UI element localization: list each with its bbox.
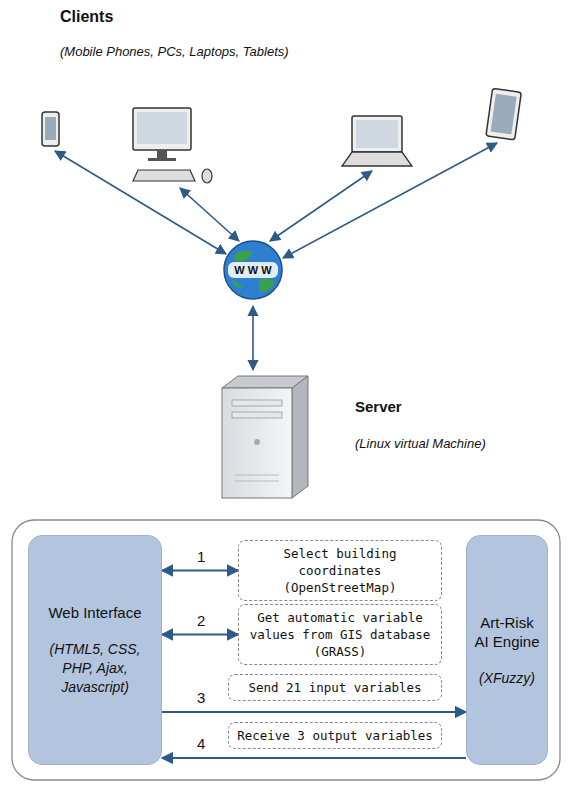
caption-label: (Linux virtual Machine) bbox=[355, 436, 486, 451]
step-box: Select building coordinates (OpenStreetM… bbox=[238, 540, 442, 601]
caption-label: (Mobile Phones, PCs, Laptops, Tablets) bbox=[60, 44, 289, 59]
web-globe: W W W bbox=[223, 240, 283, 300]
step-number: 2 bbox=[194, 613, 208, 629]
node-title: Web Interface bbox=[48, 603, 141, 622]
node-title: Get automatic variable values from GIS d… bbox=[247, 609, 433, 660]
desktop-icon bbox=[133, 108, 212, 183]
node-title: Select building coordinates (OpenStreetM… bbox=[247, 545, 433, 596]
caption-label: Server bbox=[355, 398, 402, 415]
laptop-icon bbox=[342, 116, 412, 166]
step-box: Send 21 input variables bbox=[228, 674, 442, 701]
step-number: 4 bbox=[194, 736, 208, 752]
caption-label: Clients bbox=[60, 8, 113, 26]
flow-arrow bbox=[162, 634, 238, 636]
node-subtitle: (HTML5, CSS, PHP, Ajax, Javascript) bbox=[35, 640, 155, 697]
flow-arrow bbox=[162, 570, 238, 572]
system-frame bbox=[12, 520, 560, 780]
step-box: Receive 3 output variables bbox=[228, 722, 442, 749]
phone-icon bbox=[42, 112, 59, 146]
component-box: Web Interface (HTML5, CSS, PHP, Ajax, Jav… bbox=[28, 535, 162, 765]
step-number: 1 bbox=[194, 549, 208, 565]
node-title: Send 21 input variables bbox=[237, 679, 433, 696]
server-icon bbox=[222, 376, 308, 498]
step-box: Get automatic variable values from GIS d… bbox=[238, 604, 442, 665]
flow-arrow bbox=[162, 757, 466, 759]
node-subtitle: (XFuzzy) bbox=[479, 669, 535, 688]
tablet-icon bbox=[486, 88, 521, 140]
flow-arrow bbox=[162, 711, 466, 713]
node-title: Art-Risk AI Engine bbox=[473, 613, 541, 651]
node-title: W W W bbox=[234, 264, 271, 276]
component-box: Art-Risk AI Engine (XFuzzy) bbox=[466, 535, 548, 765]
node-title: Receive 3 output variables bbox=[237, 727, 433, 744]
step-number: 3 bbox=[194, 690, 208, 706]
client-arrows bbox=[55, 143, 497, 370]
